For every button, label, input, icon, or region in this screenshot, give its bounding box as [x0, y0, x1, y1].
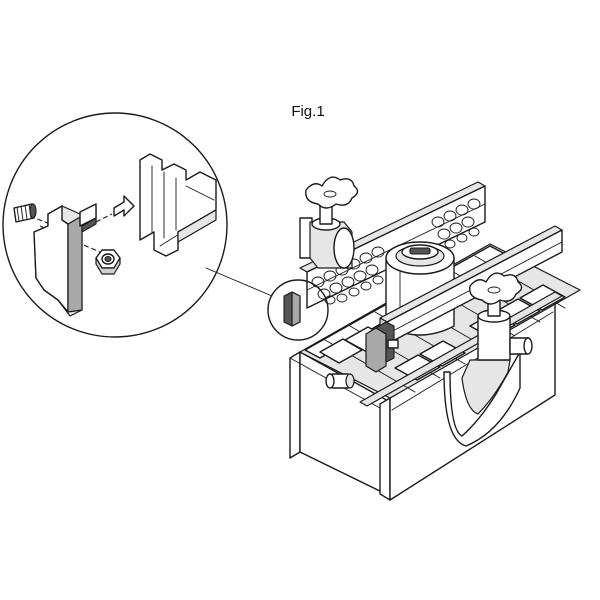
side-support-bracket-icon — [443, 272, 533, 447]
detail-view-circle — [2, 112, 228, 338]
end-cap-bracket-icon — [33, 203, 97, 317]
callout-circle-small — [267, 279, 329, 341]
guide-rail-profile-icon — [139, 153, 217, 257]
adjuster-knob-icon — [325, 373, 355, 389]
figure-label: Fig.1 — [291, 103, 325, 120]
hex-nut-icon — [95, 249, 121, 275]
star-knob-clamp-icon — [299, 176, 359, 269]
set-screw-icon — [13, 203, 37, 223]
mounted-end-cap-icon — [365, 321, 399, 373]
conveyor-assembly — [289, 176, 581, 501]
